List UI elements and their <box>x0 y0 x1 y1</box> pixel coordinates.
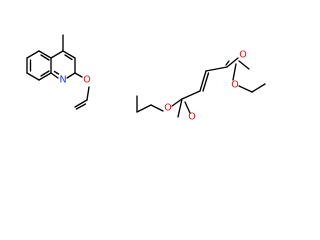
bond <box>199 70 207 92</box>
bond <box>232 63 237 81</box>
carbonyl-double-bond <box>225 60 230 66</box>
bond <box>150 104 164 112</box>
bond <box>177 98 183 118</box>
quinoline-molecule: N O <box>26 34 91 110</box>
double-bond <box>40 54 50 61</box>
double-bond <box>202 72 210 92</box>
bond <box>50 50 64 59</box>
bond <box>66 72 76 79</box>
bond <box>171 98 183 107</box>
oxygen-label: O <box>83 75 90 86</box>
oxygen-label: O <box>188 112 195 123</box>
bond <box>38 50 52 59</box>
bond <box>226 57 239 68</box>
bond <box>238 85 253 93</box>
structure-svg: N O O O O O <box>26 34 266 123</box>
bond <box>136 104 152 113</box>
diethyl-maleate-molecule: O O O O <box>136 50 266 123</box>
bond <box>50 72 59 79</box>
bond <box>74 72 83 78</box>
bond <box>251 83 266 93</box>
bond <box>86 86 90 101</box>
bond <box>26 72 40 81</box>
carbonyl-double-bond <box>238 60 250 70</box>
double-bond <box>75 103 87 110</box>
carbonyl-double-bond <box>184 101 191 114</box>
oxygen-label: O <box>231 80 238 91</box>
bond <box>205 66 228 72</box>
nitrogen-label: N <box>59 75 66 86</box>
structure-canvas: N O O O O O <box>26 34 266 123</box>
bond <box>38 72 52 81</box>
bond <box>26 50 40 59</box>
double-bond <box>53 70 60 75</box>
oxygen-label: O <box>239 50 246 61</box>
bond <box>181 90 201 100</box>
double-bond <box>64 54 73 61</box>
oxygen-label: O <box>164 103 171 114</box>
bond <box>74 99 88 108</box>
double-bond <box>40 70 50 77</box>
bond <box>62 50 76 59</box>
